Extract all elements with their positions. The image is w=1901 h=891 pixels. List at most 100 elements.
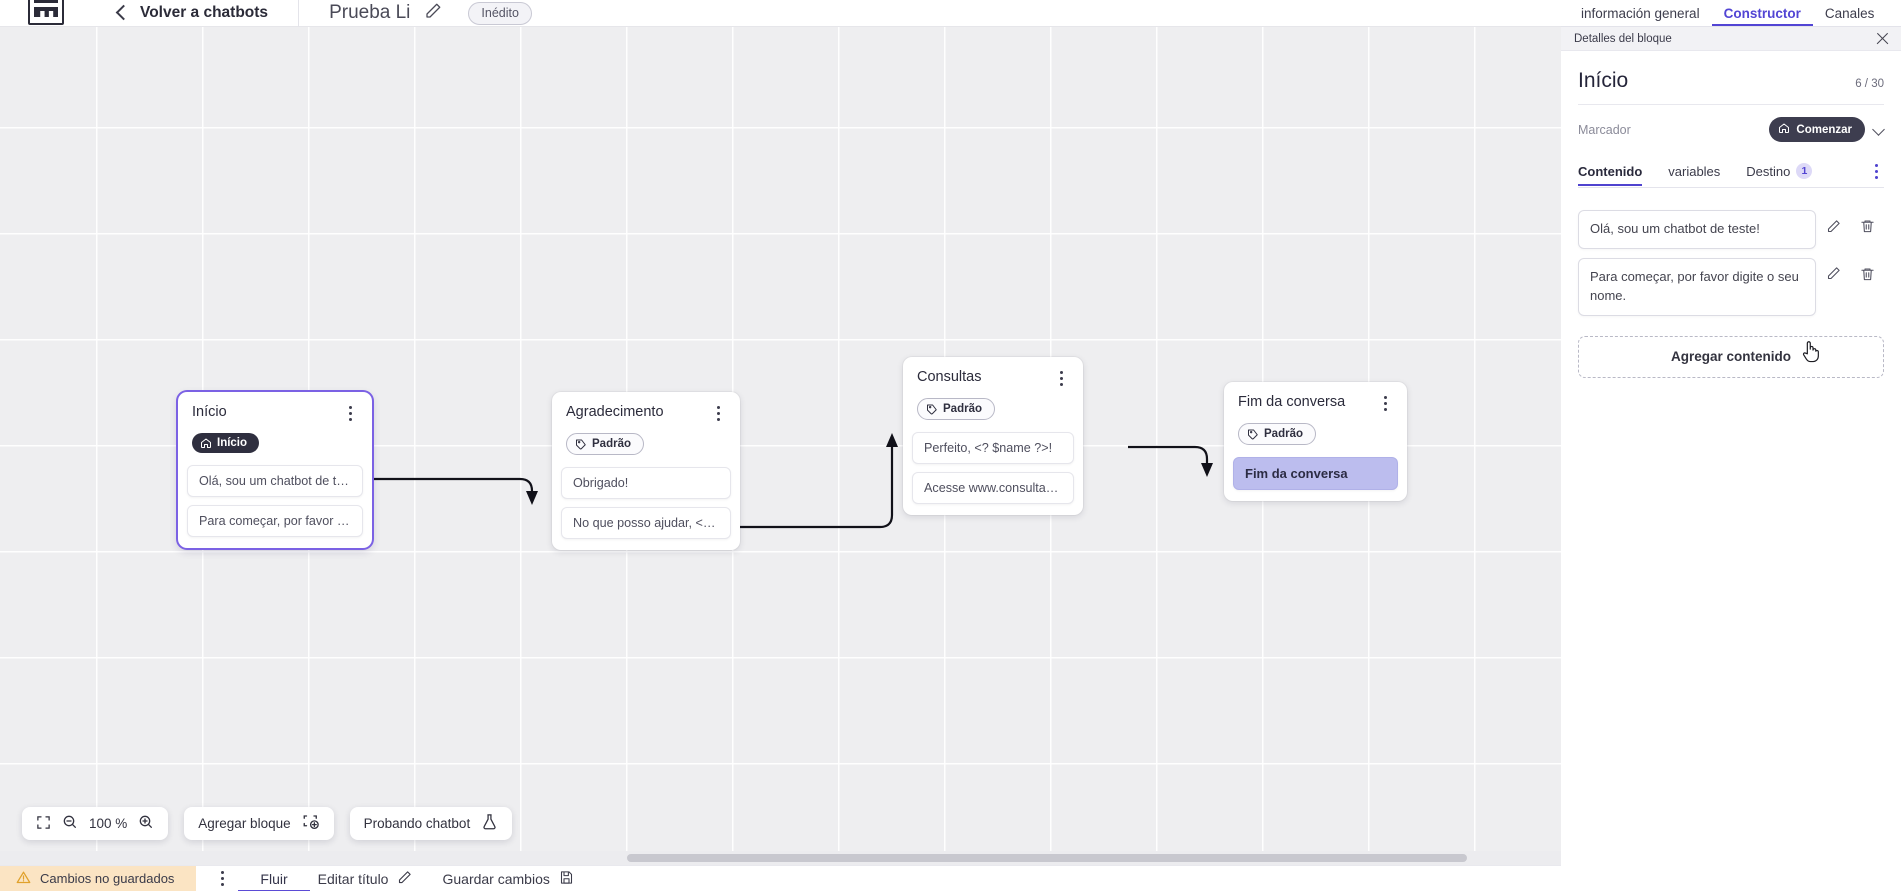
canvas-hscrollbar-track[interactable] (0, 851, 1561, 865)
content-items-list: Olá, sou um chatbot de teste! Para começa… (1578, 188, 1884, 316)
panel-tab-constructor[interactable]: Constructor (1711, 6, 1813, 26)
home-icon (200, 437, 212, 449)
status-kebab-menu-icon[interactable] (214, 870, 230, 888)
node-body: Perfeito, <? $name ?>! Acesse www.consult… (903, 432, 1083, 515)
pencil-icon (397, 870, 412, 888)
unsaved-changes-label: Cambios no guardados (40, 871, 175, 886)
save-disk-icon (559, 870, 574, 888)
tag-icon (575, 438, 587, 450)
project-title: Prueba Li (329, 2, 411, 23)
add-block-icon (302, 813, 320, 834)
node-tag-badge: Início (192, 433, 260, 453)
node-title: Início (192, 404, 227, 420)
canvas-hscrollbar-thumb[interactable] (627, 854, 1467, 862)
node-kebab-menu-icon[interactable] (1053, 369, 1069, 387)
status-badge: Inédito (468, 1, 532, 25)
panel-tab-canales[interactable]: Canales (1824, 6, 1875, 21)
panel-subheader: Detalles del bloque (1561, 27, 1901, 51)
marker-row: Marcador Comenzar (1578, 105, 1884, 152)
top-bar: Volver a chatbots Prueba Li Inédito (0, 0, 1561, 27)
panel-inner-tab-contenido[interactable]: Contenido (1578, 157, 1643, 187)
tag-icon (1247, 428, 1259, 440)
edit-project-title-icon[interactable] (424, 2, 442, 25)
arrow-head-1 (526, 491, 538, 505)
block-count: 6 / 30 (1855, 78, 1884, 90)
save-changes-label: Guardar cambios (442, 870, 550, 887)
node-tag-badge: Padrão (1238, 423, 1316, 445)
zoom-in-icon[interactable] (138, 814, 154, 833)
node-message[interactable]: Para começar, por favor digite o ... (187, 505, 363, 537)
back-to-chatbots-link[interactable]: Volver a chatbots (140, 4, 269, 21)
panel-title-row: Início 6 / 30 (1578, 51, 1884, 105)
node-kebab-menu-icon[interactable] (342, 404, 358, 422)
trash-icon[interactable] (1850, 215, 1884, 237)
tag-icon (926, 403, 938, 415)
zoom-controls[interactable]: 100 % (22, 807, 169, 840)
page-title: Início (1578, 69, 1629, 92)
app-logo[interactable] (28, 0, 64, 25)
status-tab-flow[interactable]: Fluir (238, 870, 311, 891)
flow-label: Fluir (260, 870, 288, 887)
panel-inner-tab-variables[interactable]: variables (1668, 157, 1720, 187)
content-item-row: Para começar, por favor digite o seu nom… (1578, 257, 1884, 316)
add-block-label: Agregar bloque (198, 816, 291, 831)
node-kebab-menu-icon[interactable] (710, 404, 726, 422)
pencil-icon[interactable] (1816, 215, 1850, 237)
trash-icon[interactable] (1850, 263, 1884, 285)
node-body: Fim da conversa (1224, 457, 1407, 501)
status-badge: 1 (1796, 163, 1813, 179)
zoom-out-icon[interactable] (62, 814, 78, 833)
node-tag-label: Padrão (943, 403, 982, 415)
add-content-button[interactable]: Agregar contenido (1578, 335, 1884, 378)
node-message[interactable]: Fim da conversa (1233, 457, 1398, 490)
content-item-text[interactable]: Olá, sou um chatbot de teste! (1578, 210, 1816, 249)
test-chatbot-button[interactable]: Probando chatbot (349, 807, 513, 840)
node-message[interactable]: No que posso ajudar, <? $name ... (561, 507, 731, 539)
node-tag-badge: Padrão (917, 398, 995, 420)
panel-inner-tab-label: variables (1668, 163, 1721, 179)
flask-icon (481, 813, 498, 834)
add-block-button[interactable]: Agregar bloque (184, 807, 334, 840)
node-tag-badge: Padrão (566, 433, 644, 455)
node-message[interactable]: Perfeito, <? $name ?>! (912, 432, 1074, 464)
marker-label: Marcador (1578, 122, 1631, 137)
panel-top-tabs: información general Constructor Canales (1561, 0, 1901, 27)
chevron-down-icon[interactable] (1873, 124, 1884, 135)
back-chevron-icon[interactable] (114, 6, 128, 20)
node-message[interactable]: Obrigado! (561, 467, 731, 499)
panel-inner-tabs-kebab-menu-icon[interactable] (1868, 163, 1884, 181)
test-chatbot-label: Probando chatbot (363, 816, 471, 831)
block-details-panel: información general Constructor Canales De… (1561, 0, 1901, 891)
edit-title-button[interactable]: Editar título (318, 870, 413, 888)
node-kebab-menu-icon[interactable] (1377, 394, 1393, 412)
canvas-toolbar: 100 % Agregar bloque Probando chatbot (22, 807, 513, 840)
warning-triangle-icon (16, 870, 31, 888)
node-title: Consultas (917, 369, 982, 385)
close-icon[interactable] (1875, 31, 1890, 46)
node-title: Agradecimento (566, 404, 664, 420)
pencil-icon[interactable] (1816, 263, 1850, 285)
node-message[interactable]: Olá, sou um chatbot de teste! (187, 465, 363, 497)
marker-pill-label: Comenzar (1796, 123, 1852, 136)
marker-pill-comenzar[interactable]: Comenzar (1769, 117, 1865, 142)
arrow-head-3 (1201, 463, 1213, 477)
save-changes-button[interactable]: Guardar cambios (442, 870, 573, 888)
content-item-text[interactable]: Para começar, por favor digite o seu nom… (1578, 257, 1816, 316)
unsaved-changes-banner: Cambios no guardados (0, 865, 197, 891)
fit-screen-icon[interactable] (36, 815, 51, 833)
panel-tab-información-general[interactable]: información general (1581, 6, 1700, 21)
content-item-row: Olá, sou um chatbot de teste! (1578, 210, 1884, 249)
node-tag-label: Início (217, 437, 248, 449)
node-message[interactable]: Acesse www.consultas.com par... (912, 472, 1074, 504)
